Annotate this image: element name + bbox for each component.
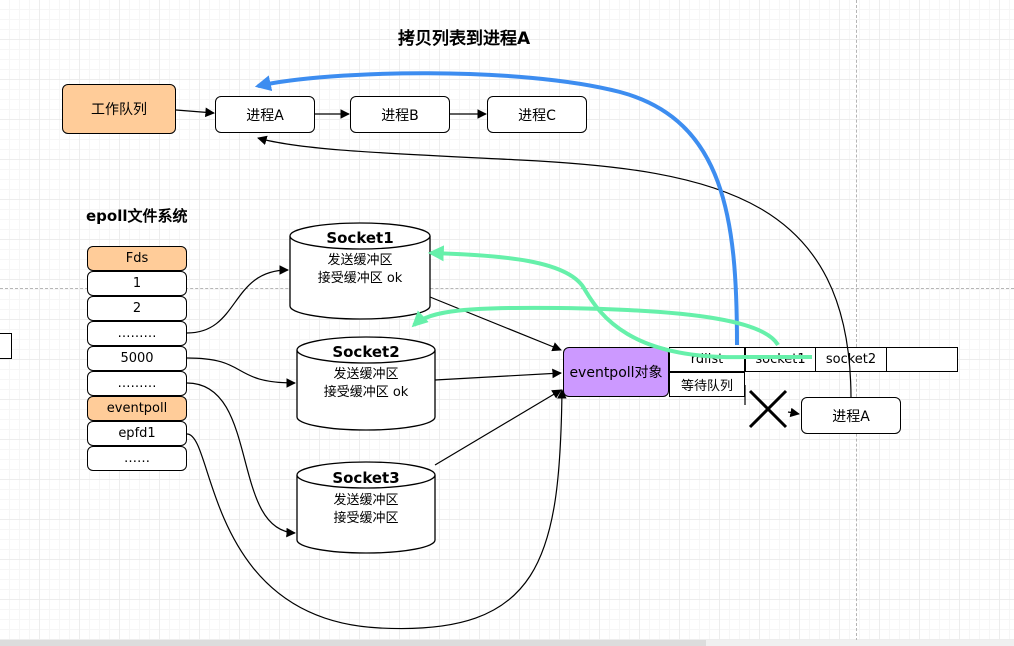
horizontal-scrollbar[interactable]: [0, 640, 1014, 646]
work-queue-box[interactable]: 工作队列: [62, 84, 176, 134]
socket1-label: Socket1 发送缓冲区 接受缓冲区 ok: [290, 229, 430, 288]
blue-copy-arrow: [254, 71, 739, 346]
socket2-cylinder[interactable]: [296, 336, 436, 431]
rdlist-item-socket1[interactable]: socket1: [745, 347, 816, 372]
green-arrow-to-socket1: [427, 245, 746, 360]
arrow-socket3-to-eventpoll: [434, 389, 562, 466]
green-arrow-to-socket2: [411, 305, 780, 347]
socket2-send-buffer: 发送缓冲区: [333, 367, 399, 382]
page-boundary: [856, 0, 857, 646]
rdlist-item-socket2[interactable]: socket2: [815, 347, 887, 372]
socket1-title: Socket1: [326, 229, 394, 247]
cancel-cross-icon: [748, 389, 788, 429]
rdlist-item-empty[interactable]: [886, 347, 958, 372]
socket1-recv-buffer: 接受缓冲区 ok: [317, 271, 403, 286]
fd-row[interactable]: 2: [87, 296, 187, 321]
arrow-socket1-to-eventpoll: [429, 296, 562, 352]
arrow-fd-to-socket2: [186, 357, 296, 388]
socket2-title: Socket2: [332, 343, 400, 361]
section-divider: [0, 288, 1014, 289]
socket3-cylinder[interactable]: [296, 461, 436, 554]
process-a-node[interactable]: 进程A: [215, 96, 315, 133]
diagram-title: 拷贝列表到进程A: [398, 29, 531, 49]
process-c-node[interactable]: 进程C: [487, 96, 587, 133]
arrow-cross-to-process: [787, 407, 800, 418]
fd-row[interactable]: ………: [87, 321, 187, 346]
arrow-process-back-to-a: [257, 135, 852, 398]
offscreen-shape[interactable]: [0, 333, 12, 359]
fd-row[interactable]: 5000: [87, 346, 187, 371]
socket2-label: Socket2 发送缓冲区 接受缓冲区 ok: [297, 343, 435, 402]
socket1-send-buffer: 发送缓冲区: [327, 253, 393, 268]
waiting-process-node[interactable]: 进程A: [801, 397, 901, 434]
fd-row[interactable]: ………: [87, 371, 187, 396]
arrow-queue-to-process-a: [175, 107, 215, 118]
fd-row[interactable]: ……: [87, 446, 187, 471]
socket3-recv-buffer: 接受缓冲区: [333, 511, 399, 526]
arrow-fd-to-socket3: [186, 382, 296, 538]
arrow-fd-to-socket1: [186, 265, 289, 334]
epoll-section-title: epoll文件系统: [86, 207, 188, 225]
fd-row[interactable]: epfd1: [87, 421, 187, 446]
socket3-label: Socket3 发送缓冲区 接受缓冲区: [297, 469, 435, 528]
scrollbar-thumb[interactable]: [0, 640, 706, 646]
fds-header[interactable]: Fds: [87, 246, 187, 271]
fd-row-eventpoll[interactable]: eventpoll: [87, 396, 187, 421]
process-b-node[interactable]: 进程B: [350, 96, 450, 133]
eventpoll-object[interactable]: eventpoll对象: [563, 347, 669, 397]
wait-queue-cell[interactable]: 等待队列: [669, 372, 745, 397]
socket2-recv-buffer: 接受缓冲区 ok: [323, 385, 409, 400]
arrow-socket2-to-eventpoll: [434, 368, 562, 381]
socket3-send-buffer: 发送缓冲区: [333, 493, 399, 508]
arrow-epfd-to-eventpoll: [186, 389, 567, 630]
fd-row[interactable]: 1: [87, 271, 187, 296]
socket1-cylinder[interactable]: [289, 222, 431, 320]
socket3-title: Socket3: [332, 469, 400, 487]
